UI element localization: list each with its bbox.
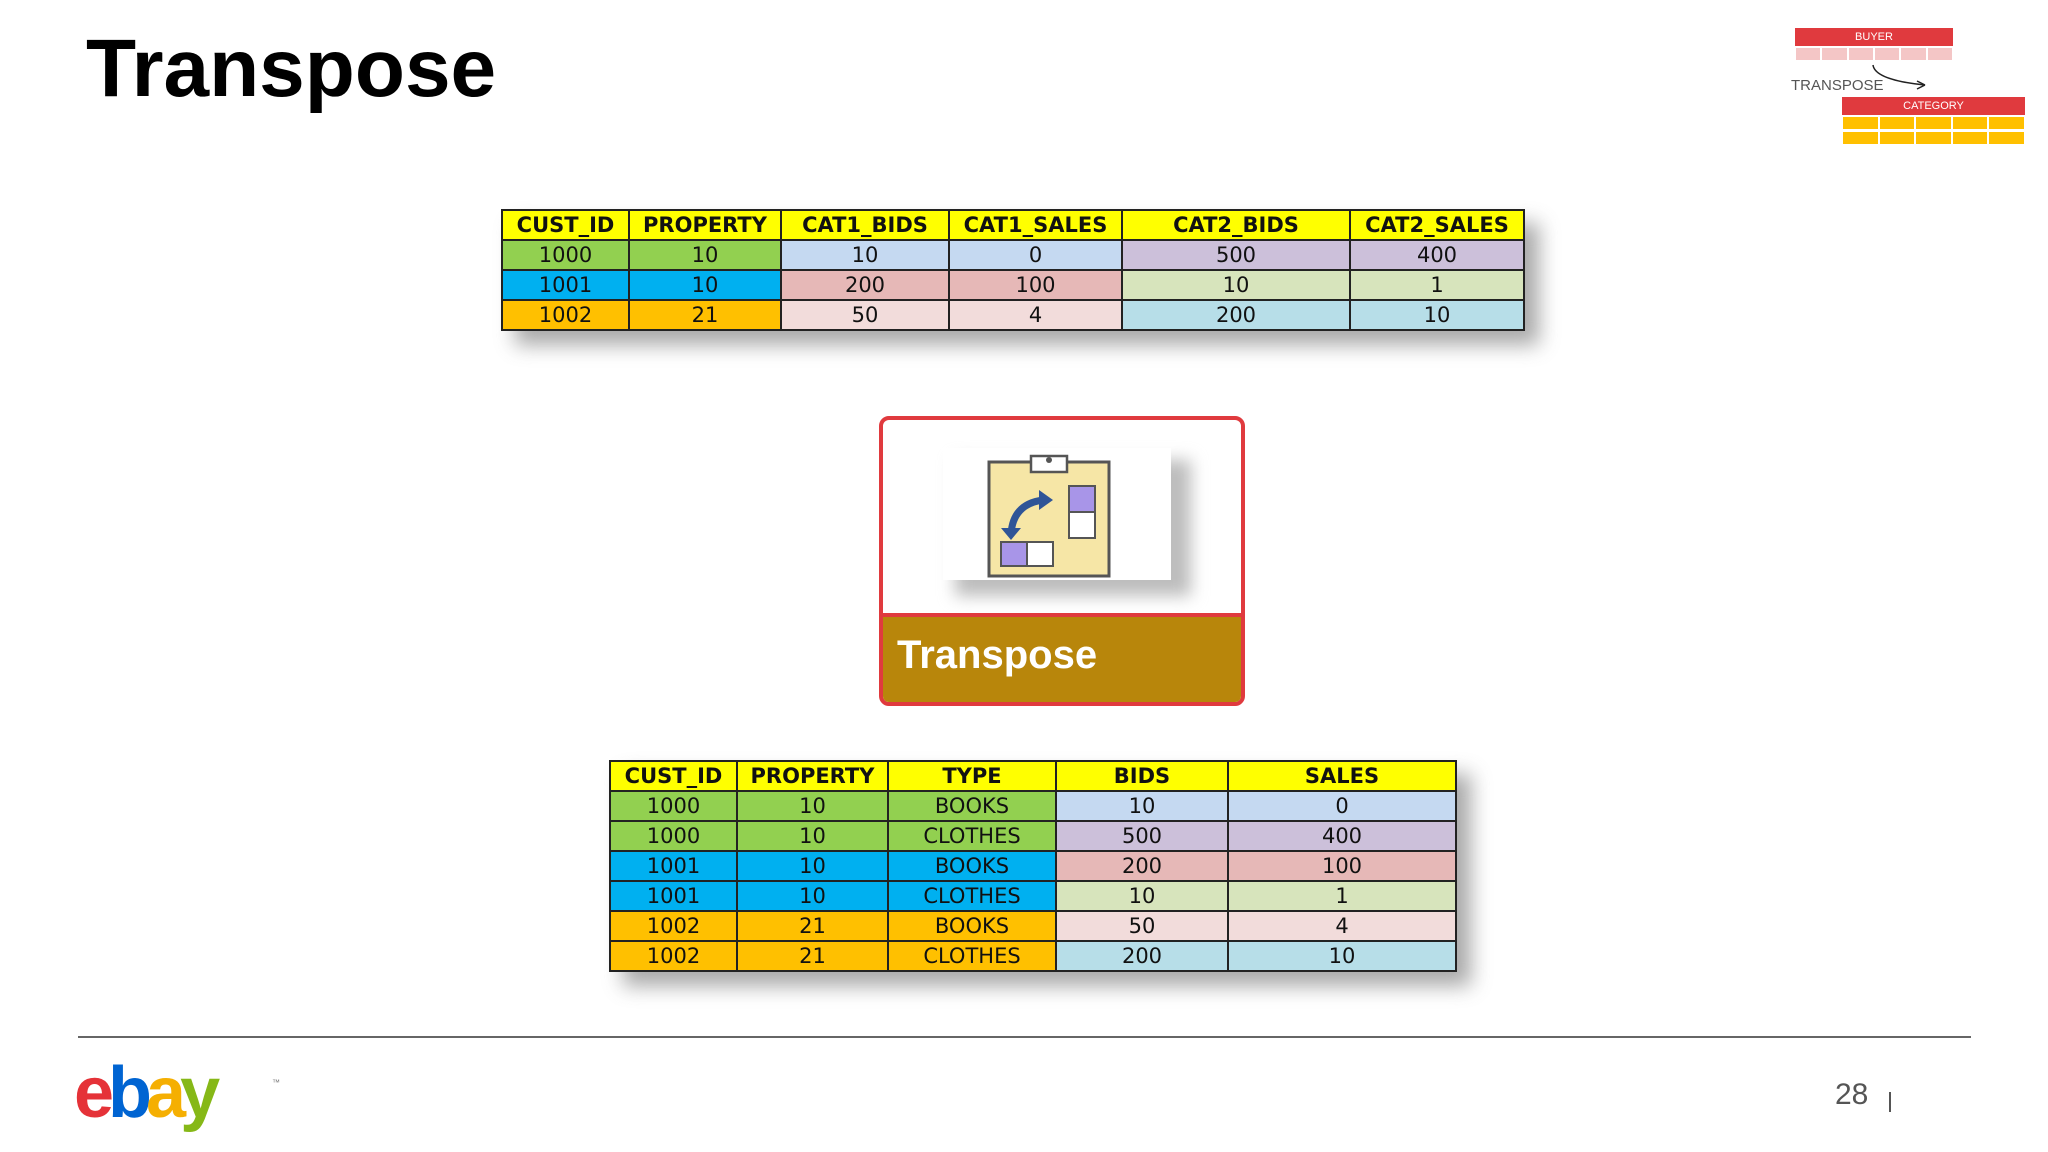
col-header: CAT1_SALES	[948, 209, 1123, 241]
thumb-category-row-2	[1842, 131, 2025, 145]
top-table-wrapper: CUST_ID PROPERTY CAT1_BIDS CAT1_SALES CA…	[501, 209, 1539, 345]
thumb-arrow	[1872, 64, 1926, 90]
cell: 500	[1055, 820, 1229, 852]
transpose-clipboard-icon	[987, 454, 1111, 578]
cell: 500	[1121, 239, 1351, 271]
cell: 1002	[501, 299, 630, 331]
table-row: 1001 10 CLOTHES 10 1	[609, 880, 1457, 912]
page-number-bar	[1889, 1092, 1891, 1112]
cell: 1	[1349, 269, 1525, 301]
cell: CLOTHES	[887, 880, 1057, 912]
cell: 400	[1227, 820, 1457, 852]
thumb-transpose-label: TRANSPOSE	[1791, 77, 1884, 94]
cell: 50	[780, 299, 950, 331]
buyer-level-table: CUST_ID PROPERTY CAT1_BIDS CAT1_SALES CA…	[501, 209, 1525, 331]
cell: CLOTHES	[887, 940, 1057, 972]
table-header-row: CUST_ID PROPERTY CAT1_BIDS CAT1_SALES CA…	[501, 209, 1525, 241]
thumb-category-label: CATEGORY	[1903, 100, 1964, 112]
cell: 200	[1055, 850, 1229, 882]
cell: 10	[1121, 269, 1351, 301]
transpose-tool[interactable]: Transpose	[879, 416, 1245, 706]
cell: 4	[1227, 910, 1457, 942]
table-row: 1000 10 CLOTHES 500 400	[609, 820, 1457, 852]
cell: 10	[1055, 880, 1229, 912]
tool-label-bar: Transpose	[883, 613, 1241, 702]
tool-label: Transpose	[897, 633, 1098, 677]
table-row: 1002 21 CLOTHES 200 10	[609, 940, 1457, 972]
transpose-thumbnail: BUYER TRANSPOSE CATEGORY	[1785, 25, 2025, 155]
logo-letter-e: e	[74, 1053, 114, 1133]
thumb-buyer-bar: BUYER	[1795, 28, 1953, 46]
footer-divider	[78, 1036, 1971, 1038]
cell: 1000	[609, 790, 738, 822]
trademark: ™	[272, 1078, 280, 1087]
cell: CLOTHES	[887, 820, 1057, 852]
col-header: TYPE	[887, 760, 1057, 792]
table-row: 1001 10 BOOKS 200 100	[609, 850, 1457, 882]
cell: 1000	[609, 820, 738, 852]
logo-letter-y: y	[180, 1053, 220, 1133]
col-header: CAT2_BIDS	[1121, 209, 1351, 241]
cell: 100	[948, 269, 1123, 301]
cell: 400	[1349, 239, 1525, 271]
col-header: CUST_ID	[609, 760, 738, 792]
cell: 100	[1227, 850, 1457, 882]
cell: 21	[736, 940, 889, 972]
tool-icon-area	[943, 448, 1171, 580]
logo-letter-b: b	[108, 1053, 152, 1133]
table-row: 1002 21 BOOKS 50 4	[609, 910, 1457, 942]
cell: 10	[1227, 940, 1457, 972]
cell: 10	[628, 269, 782, 301]
cell: BOOKS	[887, 790, 1057, 822]
logo-letter-a: a	[146, 1053, 186, 1133]
cell: 10	[736, 820, 889, 852]
cell: 1001	[609, 850, 738, 882]
cell: 0	[948, 239, 1123, 271]
cell: 21	[736, 910, 889, 942]
table-row: 1001 10 200 100 10 1	[501, 269, 1525, 301]
thumb-buyer-label: BUYER	[1855, 31, 1893, 43]
cell: 200	[1121, 299, 1351, 331]
category-level-table: CUST_ID PROPERTY TYPE BIDS SALES 1000 10…	[609, 760, 1457, 972]
cell: 10	[736, 880, 889, 912]
cell: 200	[1055, 940, 1229, 972]
table-row: 1000 10 10 0 500 400	[501, 239, 1525, 271]
cell: 0	[1227, 790, 1457, 822]
cell: 10	[1055, 790, 1229, 822]
col-header: SALES	[1227, 760, 1457, 792]
cell: 10	[780, 239, 950, 271]
col-header: CAT2_SALES	[1349, 209, 1525, 241]
cell: 10	[628, 239, 782, 271]
cell: BOOKS	[887, 910, 1057, 942]
cell: 1000	[501, 239, 630, 271]
cell: 10	[736, 850, 889, 882]
table-row: 1002 21 50 4 200 10	[501, 299, 1525, 331]
bottom-table-wrapper: CUST_ID PROPERTY TYPE BIDS SALES 1000 10…	[609, 760, 1471, 986]
cell: 1001	[501, 269, 630, 301]
cell: 10	[1349, 299, 1525, 331]
cell: 4	[948, 299, 1123, 331]
table-header-row: CUST_ID PROPERTY TYPE BIDS SALES	[609, 760, 1457, 792]
col-header: PROPERTY	[736, 760, 889, 792]
ebay-logo: ebay	[74, 1052, 220, 1134]
cell: 200	[780, 269, 950, 301]
cell: 10	[736, 790, 889, 822]
cell: 1002	[609, 910, 738, 942]
cell: BOOKS	[887, 850, 1057, 882]
thumb-buyer-row	[1795, 47, 1953, 61]
table-row: 1000 10 BOOKS 10 0	[609, 790, 1457, 822]
col-header: CAT1_BIDS	[780, 209, 950, 241]
cell: 50	[1055, 910, 1229, 942]
cell: 1002	[609, 940, 738, 972]
thumb-category-row-1	[1842, 116, 2025, 130]
col-header: PROPERTY	[628, 209, 782, 241]
page-number: 28	[1835, 1078, 1869, 1111]
slide-title: Transpose	[86, 23, 497, 114]
thumb-category-bar: CATEGORY	[1842, 97, 2025, 115]
col-header: BIDS	[1055, 760, 1229, 792]
cell: 21	[628, 299, 782, 331]
cell: 1	[1227, 880, 1457, 912]
col-header: CUST_ID	[501, 209, 630, 241]
cell: 1001	[609, 880, 738, 912]
